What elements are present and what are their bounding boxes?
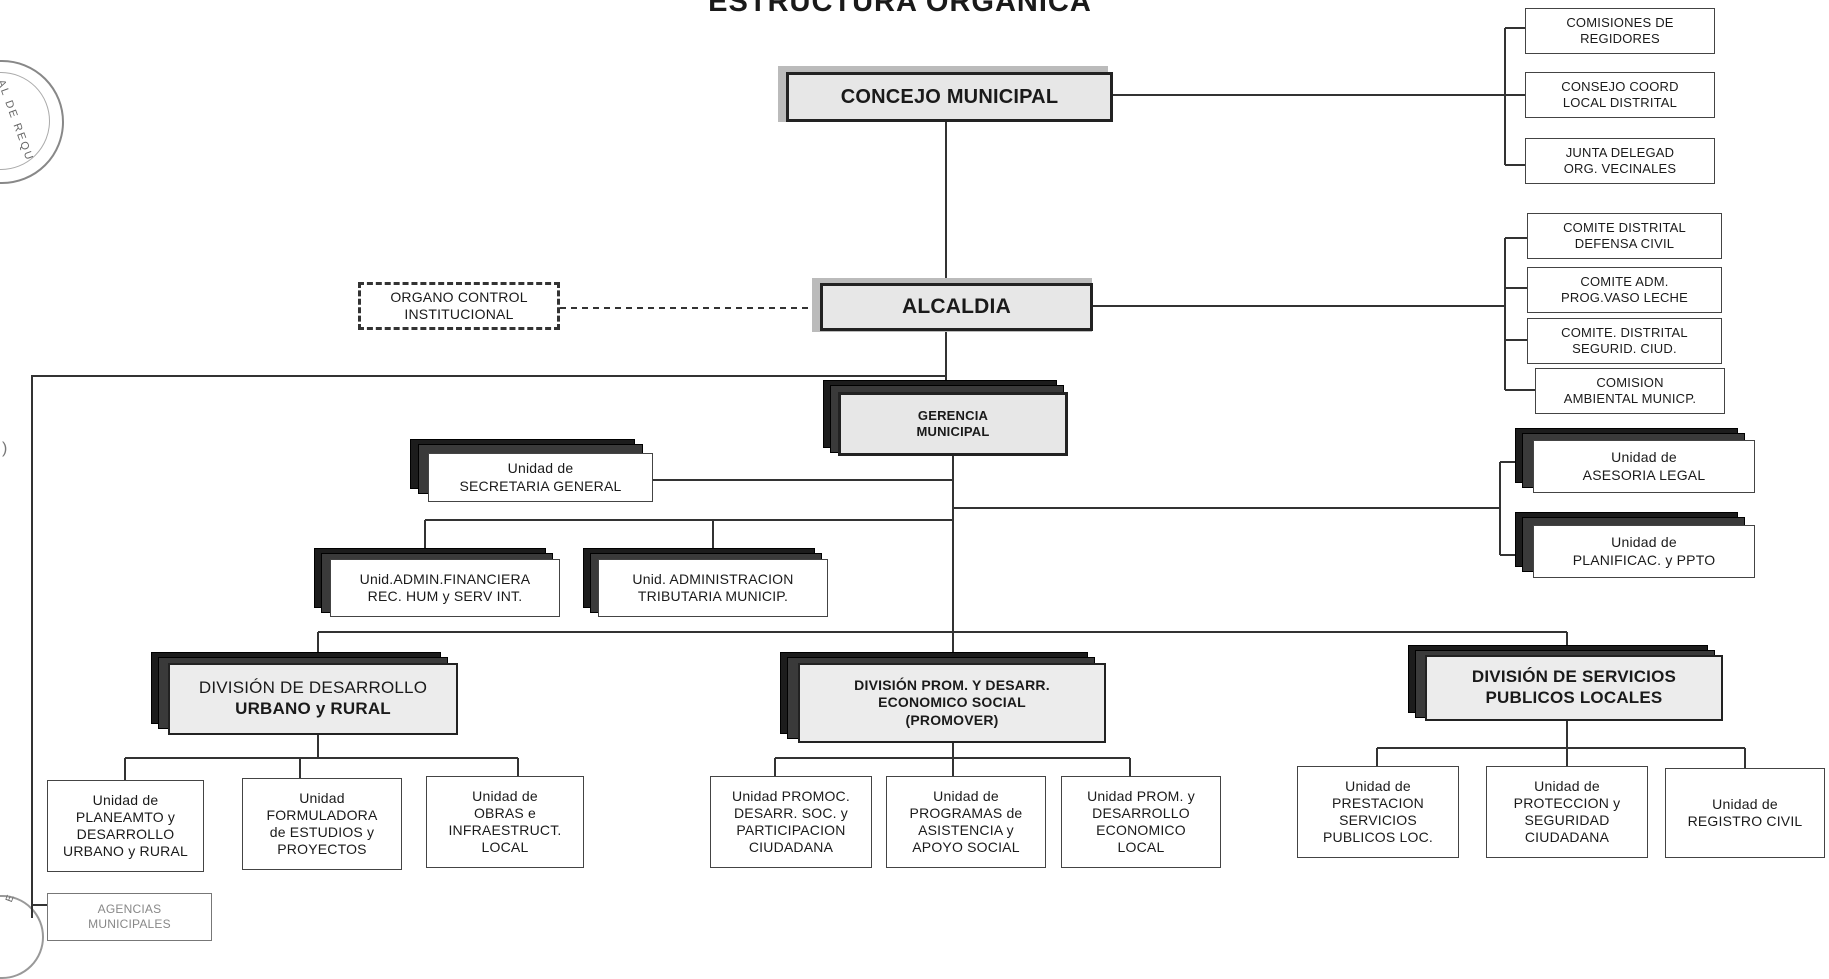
chart-title: ESTRUCTURA ORGANICA: [708, 0, 1092, 18]
edge-mark: ): [2, 440, 8, 457]
connector-committees-bracket: [1504, 27, 1525, 166]
comite-seguridad-box: COMITE. DISTRITAL SEGURID. CIUD.: [1527, 318, 1722, 364]
gerencia-municipal-box: GERENCIA MUNICIPAL: [838, 392, 1068, 456]
asesoria-legal-box: Unidad de ASESORIA LEGAL: [1533, 440, 1755, 493]
comision-ambiental-box: COMISION AMBIENTAL MUNICP.: [1535, 368, 1725, 414]
unidad-prestacion-servicios-box: Unidad de PRESTACION SERVICIOS PUBLICOS …: [1297, 766, 1459, 858]
division-desarrollo-box: DIVISIÓN DE DESARROLLO URBANO y RURAL: [168, 663, 458, 735]
unidad-prom-desarrollo-economico-box: Unidad PROM. y DESARROLLO ECONOMICO LOCA…: [1061, 776, 1221, 868]
organo-control-box: ORGANO CONTROL INSTITUCIONAL: [358, 282, 560, 330]
consejo-coordinacion-box: CONSEJO COORD LOCAL DISTRITAL: [1525, 72, 1715, 118]
comite-vaso-leche-box: COMITE ADM. PROG.VASO LECHE: [1527, 267, 1722, 313]
concejo-municipal-box: CONCEJO MUNICIPAL: [786, 72, 1113, 122]
junta-delegados-box: JUNTA DELEGAD ORG. VECINALES: [1525, 138, 1715, 184]
comite-defensa-civil-box: COMITE DISTRITAL DEFENSA CIVIL: [1527, 213, 1722, 259]
connector-admin-units: [424, 519, 953, 548]
division-desarrollo-line1: DIVISIÓN DE DESARROLLO: [198, 678, 428, 698]
division-servicios-box: DIVISIÓN DE SERVICIOS PUBLICOS LOCALES: [1425, 655, 1723, 721]
comisiones-regidores-box: COMISIONES DE REGIDORES: [1525, 8, 1715, 54]
alcaldia-box: ALCALDIA: [820, 283, 1093, 331]
unidad-obras-box: Unidad de OBRAS e INFRAESTRUCT. LOCAL: [426, 776, 584, 868]
unidad-programas-asistencia-box: Unidad de PROGRAMAS de ASISTENCIA y APOY…: [886, 776, 1046, 868]
connector-div-desarrollo-units: [124, 735, 519, 780]
secretaria-general-box: Unidad de SECRETARIA GENERAL: [428, 453, 653, 502]
division-desarrollo-line2: URBANO y RURAL: [235, 699, 391, 718]
connector-div-servicios-units: [1376, 720, 1746, 768]
connector-alcaldia-bracket: [1504, 237, 1535, 391]
admin-financiera-box: Unid.ADMIN.FINANCIERA REC. HUM y SERV IN…: [330, 559, 560, 617]
unidad-promoc-desarrollo-social-box: Unidad PROMOC. DESARR. SOC. y PARTICIPAC…: [710, 776, 872, 868]
division-promover-box: DIVISIÓN PROM. Y DESARR. ECONOMICO SOCIA…: [798, 663, 1106, 743]
planificacion-ppto-box: Unidad de PLANIFICAC. y PPTO: [1533, 525, 1755, 578]
agencias-municipales-box: AGENCIAS MUNICIPALES: [47, 893, 212, 941]
unidad-registro-civil-box: Unidad de REGISTRO CIVIL: [1665, 768, 1825, 858]
unidad-planeamiento-box: Unidad de PLANEAMTO y DESARROLLO URBANO …: [47, 780, 204, 872]
connector-asesoria-planificacion: [953, 461, 1533, 556]
unidad-formuladora-box: Unidad FORMULADORA de ESTUDIOS y PROYECT…: [242, 778, 402, 870]
unidad-proteccion-seguridad-box: Unidad de PROTECCION y SEGURIDAD CIUDADA…: [1486, 766, 1648, 858]
connector-div-promover-units: [774, 742, 1131, 776]
admin-tributaria-box: Unid. ADMINISTRACION TRIBUTARIA MUNICIP.: [598, 559, 828, 617]
connector-left-agencias: [31, 375, 946, 918]
